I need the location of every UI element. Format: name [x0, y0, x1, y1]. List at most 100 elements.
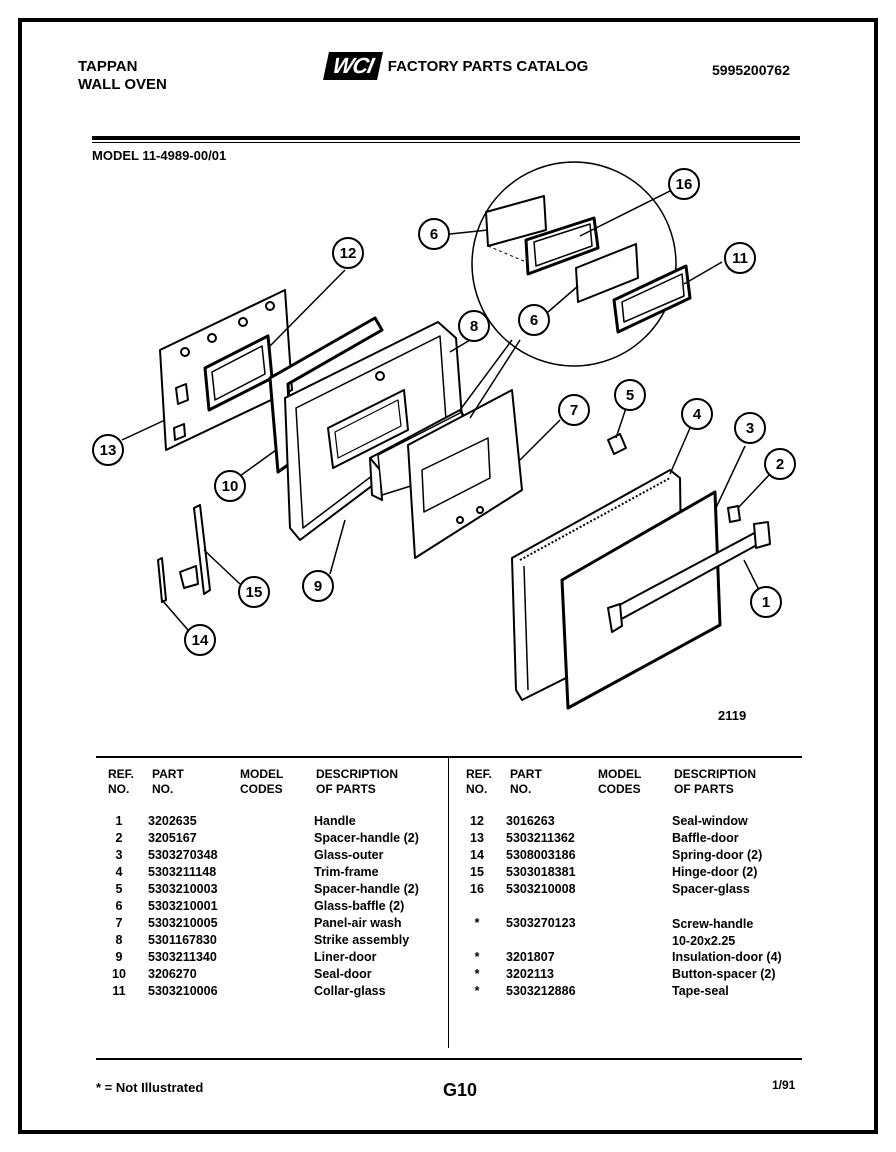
ref-no: 7: [115, 916, 123, 930]
svg-text:4: 4: [693, 406, 702, 423]
right-part-header: PART NO.: [510, 767, 542, 796]
ref-no: *: [474, 967, 480, 981]
part-description: Liner-door: [314, 950, 377, 964]
ref-no: *: [474, 984, 480, 998]
ref-no: 2: [115, 831, 123, 845]
part-no: 5303212886: [506, 984, 576, 998]
callout-4: 4: [681, 398, 713, 430]
ref-no: 15: [470, 865, 484, 879]
table-row: * 5303212886 Tape-seal: [462, 984, 802, 1001]
part-no: 3205167: [148, 831, 197, 845]
table-row: [462, 899, 802, 916]
part-no: 5303018381: [506, 865, 576, 879]
left-desc-header: DESCRIPTION OF PARTS: [316, 767, 399, 796]
right-model-header: MODEL CODES: [598, 767, 642, 796]
part-description: Tape-seal: [672, 984, 729, 998]
callout-1: 1: [750, 586, 782, 618]
baffle-door-part: [159, 289, 293, 451]
part-no: 3206270: [148, 967, 197, 981]
right-desc-header: DESCRIPTION OF PARTS: [674, 767, 757, 796]
svg-text:10: 10: [222, 478, 239, 495]
table-row: 14 5308003186 Spring-door (2): [462, 848, 802, 865]
part-no: 5303210008: [506, 882, 576, 896]
part-no: 5303211148: [148, 865, 217, 879]
model-number: MODEL 11-4989-00/01: [92, 148, 227, 163]
part-description: Panel-air wash: [314, 916, 402, 930]
catalog-heading: WCI FACTORY PARTS CATALOG: [323, 52, 589, 80]
ref-no: 5: [115, 882, 123, 896]
callout-5: 5: [614, 379, 646, 411]
part-no: 3202635: [148, 814, 197, 828]
catalog-title: FACTORY PARTS CATALOG: [387, 57, 589, 75]
part-no: 5303270348: [148, 848, 218, 862]
seal-door-part: [268, 316, 384, 474]
table-row: * 5303270123 Screw-handle 10-20x2.25: [462, 916, 802, 950]
ref-no: 8: [115, 933, 123, 947]
part-description: Baffle-door: [672, 831, 739, 845]
callout-2: 2: [764, 448, 796, 480]
right-ref-header: REF. NO.: [466, 767, 493, 796]
callout-11: 11: [724, 242, 756, 274]
svg-text:3: 3: [746, 420, 754, 437]
liner-door-part: [284, 321, 463, 541]
table-bottom-rule: [96, 1058, 802, 1060]
callout-13: 13: [92, 434, 124, 466]
table-column-divider: [448, 758, 449, 1048]
part-description: Trim-frame: [314, 865, 379, 879]
ref-no: 11: [112, 984, 126, 998]
callout-15: 15: [238, 576, 270, 608]
part-no: 5308003186: [506, 848, 576, 862]
part-description: Glass-baffle (2): [314, 899, 405, 913]
callout-10: 10: [214, 470, 246, 502]
part-no: 3016263: [506, 814, 555, 828]
part-description: Button-spacer (2): [672, 967, 776, 981]
svg-text:1: 1: [762, 594, 770, 611]
left-model-header: MODEL CODES: [240, 767, 284, 796]
catalog-date: 1/91: [772, 1078, 796, 1092]
part-no: 5303210006: [148, 984, 218, 998]
detail-inset: [471, 161, 692, 367]
svg-text:2: 2: [776, 456, 784, 473]
svg-text:7: 7: [570, 402, 578, 419]
header-rule-thin: [92, 142, 800, 143]
ref-no: 14: [470, 848, 484, 862]
ref-no: 3: [115, 848, 123, 862]
left-part-header: PART NO.: [152, 767, 184, 796]
part-description: Screw-handle 10-20x2.25: [672, 917, 754, 948]
table-row: * 3202113 Button-spacer (2): [462, 967, 802, 984]
part-description: Spring-door (2): [672, 848, 763, 862]
ref-no: *: [474, 916, 480, 930]
page-id: G10: [443, 1080, 478, 1100]
svg-text:5: 5: [626, 387, 634, 404]
part-no: 5303270123: [506, 916, 576, 930]
part-no: 5303211362: [506, 831, 575, 845]
part-description: Strike assembly: [314, 933, 410, 947]
table-row: 3 5303270348 Glass-outer: [104, 848, 444, 865]
part-no: 5303210003: [148, 882, 218, 896]
svg-text:15: 15: [246, 584, 263, 601]
svg-text:12: 12: [340, 245, 357, 262]
part-no: 3202113: [506, 967, 554, 981]
ref-no: 13: [470, 831, 484, 845]
left-ref-header: REF. NO.: [108, 767, 135, 796]
part-description: Glass-outer: [314, 848, 384, 862]
not-illustrated-note: * = Not Illustrated: [96, 1080, 204, 1095]
spring-door-part: [157, 557, 167, 603]
appliance-type: WALL OVEN: [78, 76, 167, 93]
brand-name: TAPPAN: [78, 58, 138, 75]
callout-8: 8: [458, 310, 490, 342]
svg-text:14: 14: [192, 632, 209, 649]
part-no: 5303210001: [148, 899, 218, 913]
